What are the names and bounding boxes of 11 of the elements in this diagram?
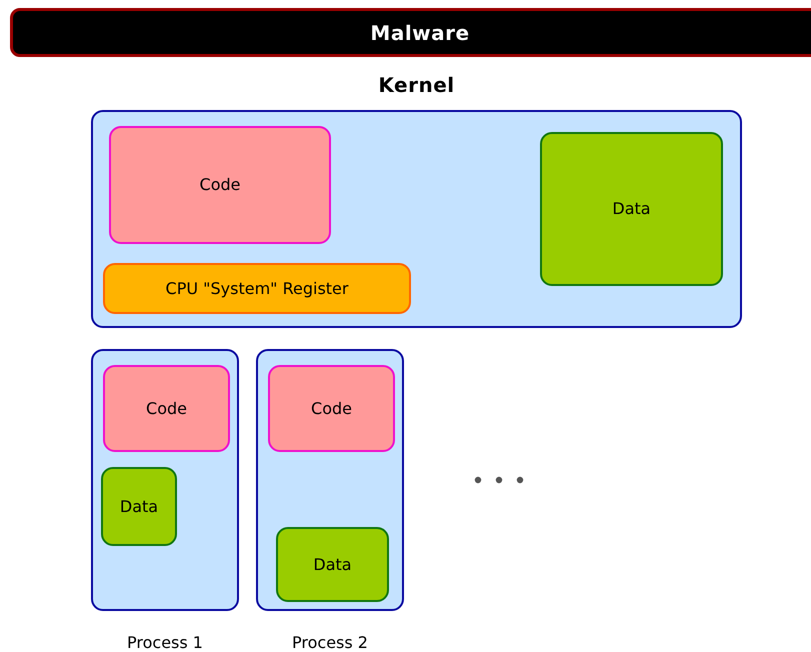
- code-box: Code: [103, 365, 230, 452]
- banner: Malware: [10, 8, 811, 57]
- data-box: Data: [101, 467, 177, 546]
- code-box: Code: [268, 365, 395, 452]
- register-box: CPU "System" Register: [103, 263, 411, 314]
- container-heading: Process 1: [126, 632, 204, 652]
- container-heading: Kernel: [377, 72, 456, 99]
- data-box: Data: [276, 527, 389, 602]
- code-box: Code: [109, 126, 331, 244]
- data-box: Data: [540, 132, 723, 286]
- container-heading: Process 2: [291, 632, 369, 652]
